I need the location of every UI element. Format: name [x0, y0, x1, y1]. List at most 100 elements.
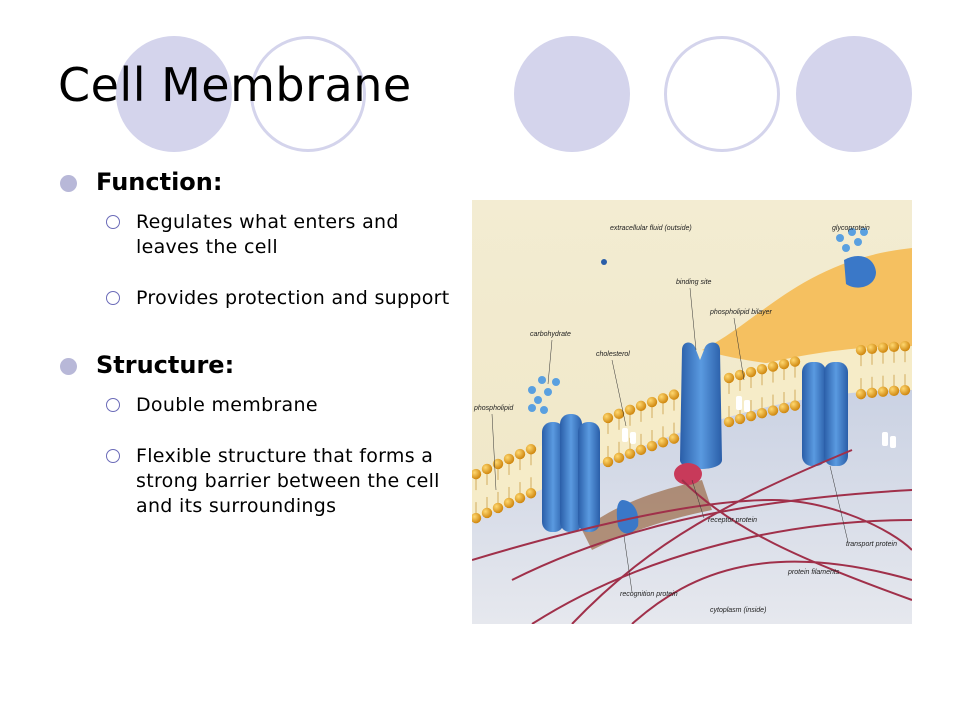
sub-bullet: Flexible structure that forms a strong b…: [60, 444, 460, 519]
phospholipid-head: [613, 408, 625, 420]
channel-protein: [802, 362, 848, 466]
phospholipid-head: [472, 512, 482, 524]
phospholipid-head: [481, 507, 493, 519]
glycoprotein: [836, 228, 876, 288]
cell-membrane-diagram: extracellular fluid (outside) glycoprote…: [472, 200, 912, 624]
sub-bullet-text: Flexible structure that forms a strong b…: [136, 445, 440, 517]
particle: [601, 259, 607, 265]
phospholipid-head: [877, 342, 889, 353]
phospholipid-head: [855, 344, 867, 356]
label-transport-protein: transport protein: [846, 541, 897, 548]
label-receptor-protein: receptor protein: [708, 517, 757, 524]
phospholipid-head: [877, 386, 889, 397]
ring-bullet-icon: [106, 215, 120, 229]
phospholipid-head: [646, 440, 658, 452]
phospholipid-head: [503, 453, 515, 465]
phospholipid-head: [899, 340, 911, 352]
phospholipid-head: [789, 400, 801, 411]
phospholipid-head: [525, 444, 537, 455]
carbohydrate-chain: [528, 376, 560, 414]
phospholipid-head: [492, 458, 504, 470]
phospholipid-head: [668, 389, 680, 400]
label-phospholipid-bilayer: phospholipid bilayer: [709, 309, 773, 316]
bullet-dot-icon: [60, 358, 77, 375]
phospholipid-head: [723, 416, 735, 428]
transport-protein: [542, 414, 600, 532]
section-heading-label: Function:: [96, 168, 223, 196]
label-cytoplasm: cytoplasm (inside): [710, 607, 766, 614]
phospholipid-head: [668, 433, 680, 444]
phospholipid-head: [778, 358, 790, 370]
phospholipid-head: [635, 444, 647, 456]
section-heading-function: Function:: [60, 168, 460, 196]
phospholipid-head: [602, 456, 614, 468]
phospholipid-head: [723, 372, 735, 384]
phospholipid-head: [745, 366, 757, 378]
cholesterol-molecules: [622, 396, 896, 448]
recognition-protein: [616, 500, 639, 534]
phospholipid-heads-inner: [472, 374, 911, 524]
sub-bullet: Provides protection and support: [60, 286, 460, 311]
phospholipid-head: [635, 400, 647, 412]
slide-title: Cell Membrane: [58, 58, 412, 112]
phospholipid-head: [888, 385, 900, 396]
phospholipid-head: [525, 488, 537, 499]
phospholipid-head: [789, 356, 801, 367]
phospholipid-head: [855, 388, 867, 400]
ring-bullet-icon: [106, 291, 120, 305]
phospholipid-head: [745, 410, 757, 422]
sub-bullet: Regulates what enters and leaves the cel…: [60, 210, 460, 260]
phospholipid-head: [899, 384, 911, 396]
label-leader-lines: [491, 287, 849, 593]
phospholipid-head: [624, 448, 636, 459]
phospholipid-head: [503, 497, 515, 509]
phospholipid-head: [866, 387, 878, 399]
phospholipid-head: [767, 405, 779, 416]
label-recognition-protein: recognition protein: [620, 591, 678, 598]
section-heading-label: Structure:: [96, 351, 235, 379]
label-extracellular: extracellular fluid (outside): [610, 225, 692, 232]
phospholipid-head: [657, 393, 669, 404]
bullet-content: Function: Regulates what enters and leav…: [60, 168, 460, 545]
ring-bullet-icon: [106, 398, 120, 412]
label-binding-site: binding site: [676, 279, 712, 286]
phospholipid-head: [778, 402, 790, 414]
phospholipid-head: [888, 341, 900, 352]
protein-filaments: [472, 449, 912, 624]
decorative-circle: [514, 36, 630, 152]
ring-bullet-icon: [106, 449, 120, 463]
label-cholesterol: cholesterol: [596, 351, 630, 358]
phospholipid-head: [767, 361, 779, 372]
phospholipid-head: [514, 492, 526, 504]
bullet-dot-icon: [60, 175, 77, 192]
decorative-circle: [796, 36, 912, 152]
membrane-illustration: extracellular fluid (outside) glycoprote…: [472, 200, 912, 624]
phospholipid-head: [613, 452, 625, 464]
phospholipid-head: [734, 413, 746, 425]
phospholipid-head: [756, 408, 768, 419]
decorative-circle: [250, 36, 366, 152]
sub-bullet-text: Regulates what enters and leaves the cel…: [136, 211, 399, 258]
phospholipid-head: [624, 404, 636, 415]
phospholipid-head: [472, 468, 482, 480]
phospholipid-head: [514, 448, 526, 460]
label-carbohydrate: carbohydrate: [530, 331, 571, 338]
phospholipid-head: [492, 502, 504, 514]
sub-bullet: Double membrane: [60, 393, 460, 418]
sub-bullet-text: Double membrane: [136, 394, 318, 416]
phospholipid-head: [481, 463, 493, 475]
decorative-circle: [116, 36, 232, 152]
receptor-protein: [674, 342, 722, 485]
phospholipid-head: [646, 396, 658, 408]
phospholipid-head: [657, 437, 669, 448]
section-heading-structure: Structure:: [60, 351, 460, 379]
sub-bullet-text: Provides protection and support: [136, 287, 450, 309]
decorative-circle: [664, 36, 780, 152]
phospholipid-head: [602, 412, 614, 424]
label-glycoprotein: glycoprotein: [832, 225, 870, 232]
label-phospholipid: phospholipid: [473, 405, 514, 412]
phospholipid-head: [756, 364, 768, 375]
phospholipid-head: [866, 343, 878, 355]
label-protein-filaments: protein filaments: [787, 569, 840, 576]
